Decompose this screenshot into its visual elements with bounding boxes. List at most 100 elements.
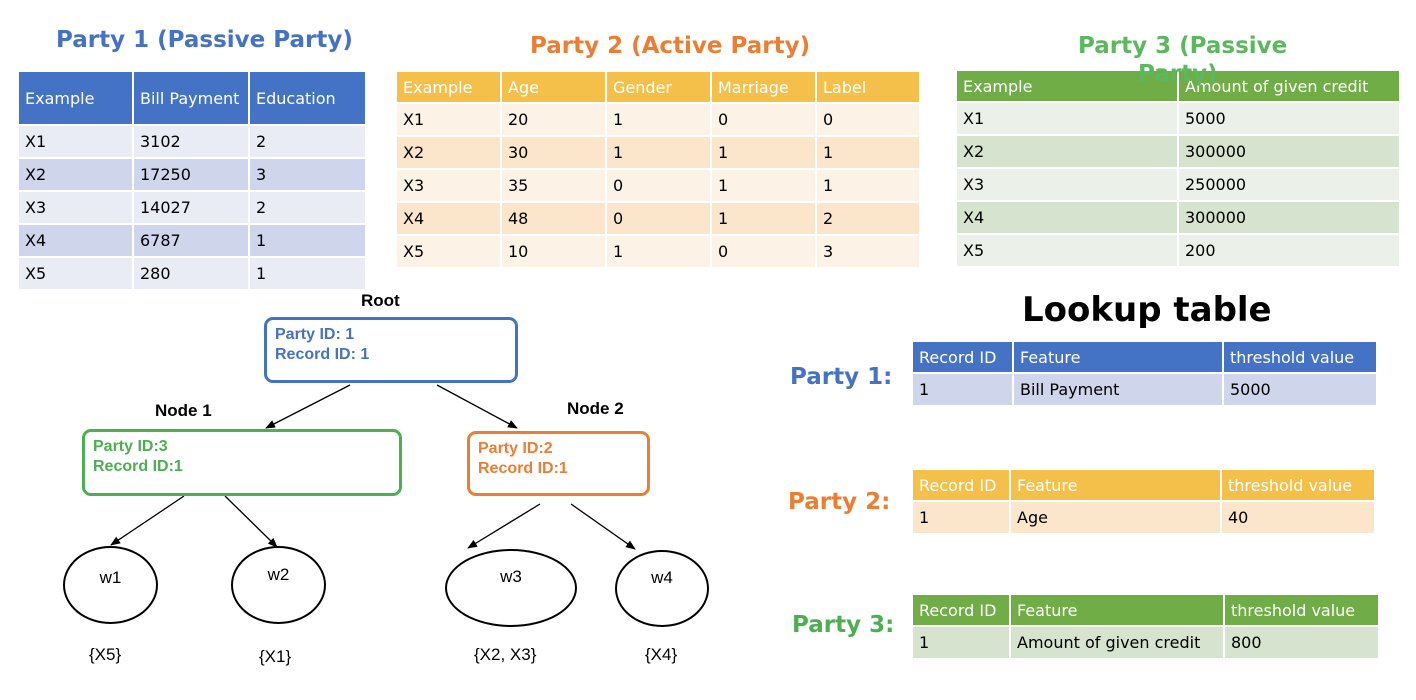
table-cell: 1 bbox=[710, 201, 817, 236]
table-cell: X5 bbox=[395, 234, 502, 269]
leaf-label: w3 bbox=[500, 567, 522, 586]
table-cell: 5000 bbox=[1222, 372, 1378, 407]
party3-title-line2: Party) bbox=[1138, 61, 1218, 87]
lookup-party1-table: Record ID Feature threshold value 1 Bill… bbox=[911, 340, 1378, 407]
party2-header: Label bbox=[815, 70, 921, 104]
party2-header: Gender bbox=[605, 70, 712, 104]
table-cell: 200 bbox=[1177, 233, 1401, 268]
leaf-label: w4 bbox=[651, 568, 673, 587]
table-cell: 0 bbox=[605, 168, 712, 203]
lookup-header: Feature bbox=[1009, 468, 1222, 502]
table-cell: 3102 bbox=[132, 124, 250, 159]
root-party-id: Party ID: 1 bbox=[275, 326, 355, 343]
table-cell: 40 bbox=[1220, 500, 1376, 535]
table-cell: X5 bbox=[955, 233, 1179, 268]
party3-header: Amount of given credit bbox=[1177, 69, 1401, 103]
table-cell: X5 bbox=[17, 256, 134, 291]
root-label: Root bbox=[361, 291, 400, 310]
lookup-header: Feature bbox=[1009, 593, 1225, 627]
party1-title: Party 1 (Passive Party) bbox=[56, 27, 353, 53]
table-cell: 800 bbox=[1223, 625, 1380, 660]
table-cell: 280 bbox=[132, 256, 250, 291]
table-cell: X2 bbox=[395, 135, 502, 170]
table-cell: X3 bbox=[17, 190, 134, 225]
table-cell: Bill Payment bbox=[1012, 372, 1224, 407]
leaf-set-w4: {X4} bbox=[645, 645, 678, 664]
lookup-header: Record ID bbox=[911, 340, 1014, 374]
node2-party-id: Party ID:2 bbox=[478, 440, 553, 457]
table-cell: 1 bbox=[815, 135, 921, 170]
root-record-id: Record ID: 1 bbox=[275, 346, 370, 363]
table-cell: 0 bbox=[605, 201, 712, 236]
table-cell: X1 bbox=[17, 124, 134, 159]
node1-party-id: Party ID:3 bbox=[93, 438, 168, 455]
leaf-w3: w3 bbox=[445, 549, 577, 627]
lookup-header: threshold value bbox=[1220, 468, 1376, 502]
leaf-set-w1: {X5} bbox=[89, 645, 122, 664]
party2-header: Age bbox=[500, 70, 607, 104]
party3-header: Example bbox=[955, 69, 1179, 103]
lookup-header: Record ID bbox=[911, 468, 1011, 502]
node1-record-id: Record ID:1 bbox=[93, 458, 183, 475]
table-cell: 2 bbox=[815, 201, 921, 236]
table-cell: 2 bbox=[248, 124, 367, 159]
table-cell: X1 bbox=[395, 102, 502, 137]
table-cell: 250000 bbox=[1177, 167, 1401, 202]
table-cell: 3 bbox=[248, 157, 367, 192]
table-cell: 1 bbox=[248, 256, 367, 291]
party1-header: Example bbox=[17, 70, 134, 126]
table-cell: 1 bbox=[605, 234, 712, 269]
table-cell: Amount of given credit bbox=[1009, 625, 1225, 660]
table-cell: X4 bbox=[395, 201, 502, 236]
party2-title: Party 2 (Active Party) bbox=[530, 33, 811, 59]
table-cell: 1 bbox=[815, 168, 921, 203]
node1-box: Party ID:3 Record ID:1 bbox=[82, 429, 402, 496]
table-cell: 5000 bbox=[1177, 101, 1401, 136]
table-cell: 3 bbox=[815, 234, 921, 269]
lookup-title: Lookup table bbox=[1022, 290, 1272, 330]
table-cell: 35 bbox=[500, 168, 607, 203]
edge-node2-w4 bbox=[570, 503, 636, 550]
leaf-label: w1 bbox=[99, 568, 122, 587]
table-cell: 10 bbox=[500, 234, 607, 269]
edge-node1-w1 bbox=[110, 495, 185, 546]
party1-header: Bill Payment bbox=[132, 70, 250, 126]
lookup-party1-label: Party 1: bbox=[790, 364, 893, 390]
table-cell: 1 bbox=[605, 102, 712, 137]
lookup-party2-label: Party 2: bbox=[788, 489, 891, 515]
table-cell: X4 bbox=[955, 200, 1179, 235]
table-cell: X3 bbox=[955, 167, 1179, 202]
table-cell: X1 bbox=[955, 101, 1179, 136]
party3-title-line1: Party 3 (Passive bbox=[1078, 33, 1288, 59]
table-cell: 1 bbox=[248, 223, 367, 258]
edge-node1-w2 bbox=[224, 495, 278, 548]
edge-node2-w3 bbox=[467, 503, 541, 549]
node2-record-id: Record ID:1 bbox=[478, 460, 568, 477]
table-cell: X2 bbox=[17, 157, 134, 192]
leaf-w2: w2 bbox=[231, 546, 326, 624]
lookup-header: threshold value bbox=[1222, 340, 1378, 374]
party2-header: Marriage bbox=[710, 70, 817, 104]
lookup-header: threshold value bbox=[1223, 593, 1380, 627]
table-cell: 1 bbox=[710, 168, 817, 203]
node1-label: Node 1 bbox=[155, 401, 212, 420]
table-cell: 20 bbox=[500, 102, 607, 137]
lookup-party3-label: Party 3: bbox=[792, 612, 895, 638]
leaf-label: w2 bbox=[267, 565, 290, 584]
node2-label: Node 2 bbox=[567, 399, 624, 418]
table-cell: 0 bbox=[710, 234, 817, 269]
table-cell: 6787 bbox=[132, 223, 250, 258]
node2-box: Party ID:2 Record ID:1 bbox=[467, 431, 650, 496]
table-cell: 300000 bbox=[1177, 134, 1401, 169]
lookup-header: Feature bbox=[1012, 340, 1224, 374]
table-cell: 14027 bbox=[132, 190, 250, 225]
lookup-header: Record ID bbox=[911, 593, 1011, 627]
leaf-set-w3: {X2, X3} bbox=[474, 645, 537, 664]
table-cell: 300000 bbox=[1177, 200, 1401, 235]
table-cell: 1 bbox=[911, 625, 1011, 660]
table-cell: 30 bbox=[500, 135, 607, 170]
